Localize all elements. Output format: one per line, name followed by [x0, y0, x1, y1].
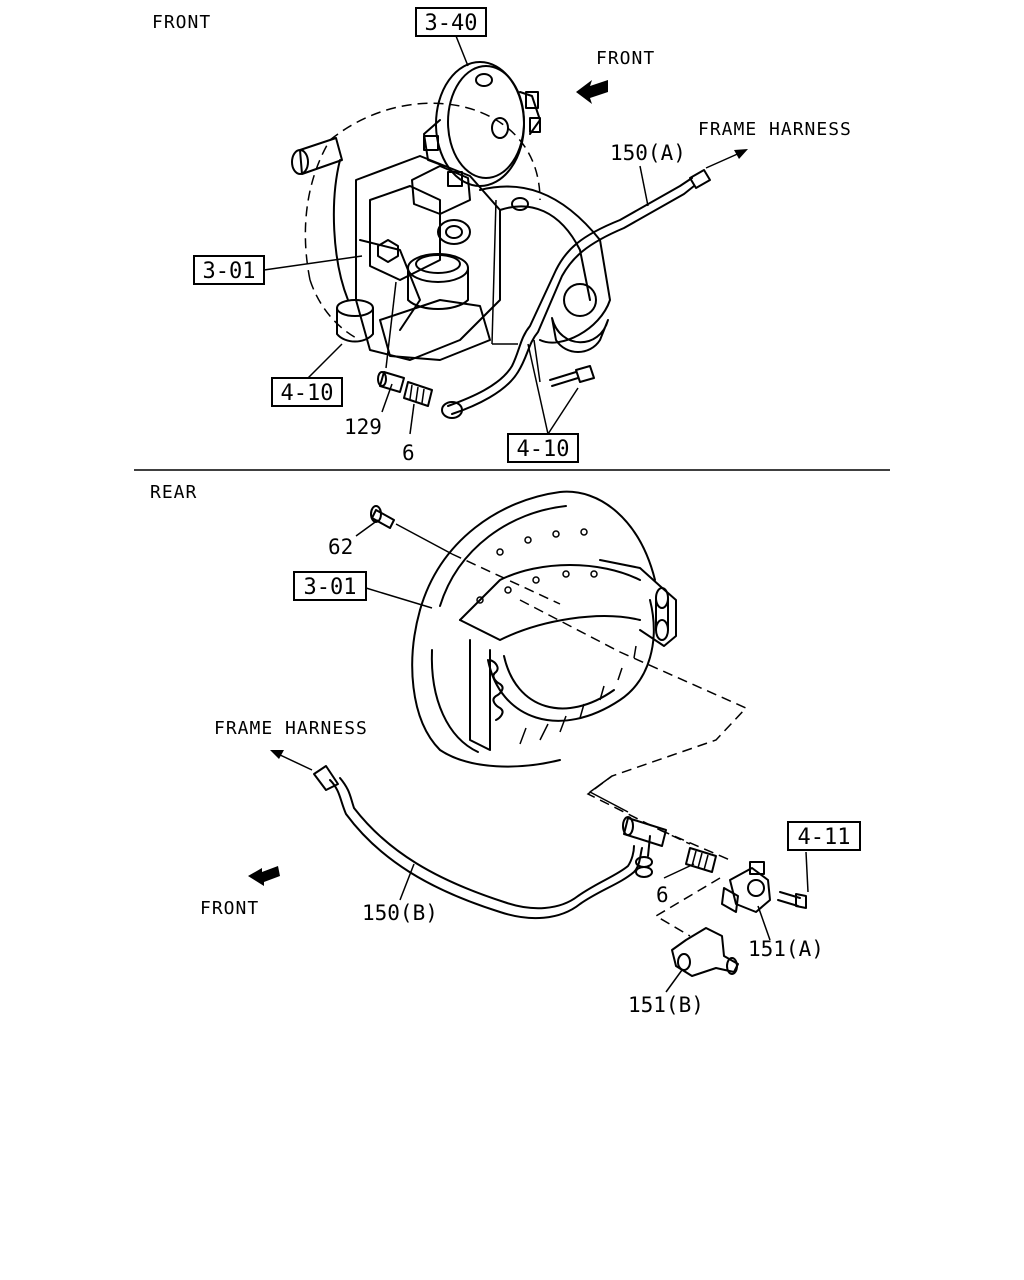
frame-harness-arrow-rear	[270, 750, 313, 771]
ref-box-4-10-right[interactable]: 4-10	[507, 433, 579, 463]
rear-callout-leaders	[355, 519, 809, 993]
ref-box-3-01-front[interactable]: 3-01	[193, 255, 265, 285]
ref-box-4-10-left[interactable]: 4-10	[271, 377, 343, 407]
ref-4-11-label: 4-11	[798, 825, 851, 850]
ref-box-3-01-rear[interactable]: 3-01	[293, 571, 367, 601]
front-section-title: FRONT	[152, 12, 211, 33]
part-6-front-label: 6	[402, 441, 415, 465]
ref-box-3-40[interactable]: 3-40	[415, 7, 487, 37]
front-hub-assembly-drawing	[291, 61, 611, 361]
ref-4-10-right-label: 4-10	[517, 437, 570, 462]
rear-direction-arrow-icon	[248, 866, 280, 886]
ref-3-01-rear-label: 3-01	[304, 575, 357, 600]
rear-sensor-wiring-drawing	[313, 599, 807, 977]
frame-harness-arrow-top	[705, 149, 748, 169]
part-150a-label: 150(A)	[610, 141, 686, 165]
frame-harness-label-rear: FRAME HARNESS	[214, 718, 368, 739]
part-150b-label: 150(B)	[362, 901, 438, 925]
part-62-label: 62	[328, 535, 353, 559]
rear-section-title: REAR	[150, 482, 197, 503]
ref-4-10-left-label: 4-10	[281, 381, 334, 406]
front-direction-arrow-icon	[576, 80, 608, 104]
ref-3-40-label: 3-40	[425, 11, 478, 36]
front-callout-leaders	[263, 35, 649, 435]
front-sensor-wiring-drawing	[377, 169, 711, 419]
rear-direction-label: FRONT	[200, 898, 259, 919]
part-6-rear-label: 6	[656, 883, 669, 907]
part-151b-label: 151(B)	[628, 993, 704, 1017]
ref-box-4-11[interactable]: 4-11	[787, 821, 861, 851]
part-151a-label: 151(A)	[748, 937, 824, 961]
frame-harness-label-top: FRAME HARNESS	[698, 119, 852, 140]
front-direction-label: FRONT	[596, 48, 655, 69]
rear-drum-brake-drawing	[370, 490, 677, 768]
ref-3-01-front-label: 3-01	[203, 259, 256, 284]
part-129-label: 129	[344, 415, 382, 439]
